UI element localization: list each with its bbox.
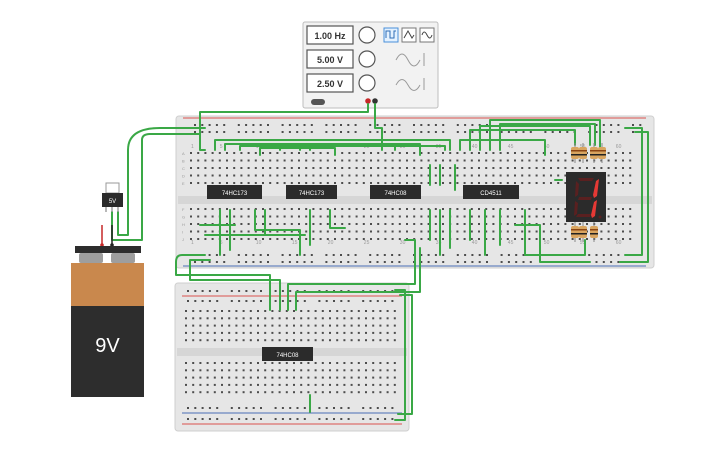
amplitude-display: 5.00 V [306,49,354,69]
sine-wave-button[interactable] [419,27,435,43]
resistor [590,143,598,163]
output-terminal-ground[interactable] [372,98,378,104]
resistors[interactable] [571,143,606,242]
breadboard-holes [185,290,396,420]
offset-display: 2.50 V [306,73,354,93]
battery-terminal-negative [111,253,135,263]
column-number: 60 [616,144,622,150]
triangle-wave-button[interactable] [401,27,417,43]
display-segments-on [591,179,599,218]
column-number: 30 [400,240,406,246]
offset-value: 2.50 V [317,79,343,89]
column-number: 10 [256,240,262,246]
amplitude-value: 5.00 V [317,55,343,65]
column-number: 60 [616,240,622,246]
amplitude-knob[interactable] [358,50,376,68]
column-number: 50 [544,144,550,150]
row-letter: C [182,166,185,171]
column-number: 40 [472,240,478,246]
square-wave-button[interactable] [383,27,399,43]
resistor [590,222,598,242]
resistor [579,143,587,163]
row-letter: H [182,222,185,227]
power-switch[interactable] [311,99,325,105]
frequency-display: 1.00 Hz [306,25,354,45]
display-segments-off [574,178,594,217]
square-wave-icon [385,30,396,39]
column-number: 40 [472,144,478,150]
row-letter: A [182,151,185,156]
column-number: 25 [364,240,370,246]
column-number: 45 [508,144,514,150]
amplitude-wave-icon [395,53,421,67]
offset-wave-icon [395,79,421,91]
battery-9v[interactable]: 9V [71,225,144,397]
resistor [579,222,587,242]
resistor [598,143,606,163]
triangle-wave-icon [403,29,415,39]
wires[interactable] [111,103,649,421]
row-letter: J [182,237,184,242]
row-letter: I [182,230,183,235]
column-number: 1 [191,144,194,150]
chip-74hc173-a[interactable]: 74HC173 [207,185,262,199]
output-terminal-positive[interactable] [365,98,371,104]
chip-label: CD4511 [480,191,502,197]
regulator-label: 5V [109,199,116,205]
battery-label: 9V [95,335,120,357]
chip-74hc08-a[interactable]: 74HC08 [370,185,421,199]
chip-cd4511[interactable]: CD4511 [463,185,519,199]
resistor [571,143,579,163]
column-number: 5 [220,240,223,246]
voltage-regulator[interactable]: 5V [102,182,123,212]
row-letter: E [182,181,185,186]
chip-label: 74HC173 [222,191,248,197]
chip-74hc173-b[interactable]: 74HC173 [286,185,337,199]
battery-terminal-positive [79,253,103,263]
row-letter: D [182,174,185,179]
row-letter: B [182,159,185,164]
row-letter: F [182,207,185,212]
seven-segment-display[interactable] [566,172,606,222]
resistor [571,222,579,242]
offset-knob[interactable] [358,74,376,92]
chip-74hc08-b[interactable]: 74HC08 [262,347,313,361]
column-number: 5 [220,144,223,150]
chip-label: 74HC08 [276,353,299,359]
column-number: 20 [328,240,334,246]
function-generator[interactable]: 1.00 Hz 5.00 V 2.50 V [302,21,439,109]
row-letter: G [182,215,185,220]
frequency-knob[interactable] [358,26,376,44]
chip-label: 74HC173 [299,191,325,197]
column-number: 35 [436,240,442,246]
column-number: 15 [292,240,298,246]
column-number: 50 [544,240,550,246]
frequency-value: 1.00 Hz [314,31,346,41]
chip-label: 74HC08 [384,191,407,197]
column-number: 45 [508,240,514,246]
sine-wave-icon [421,31,433,39]
column-number: 1 [191,240,194,246]
column-number: 55 [580,240,586,246]
